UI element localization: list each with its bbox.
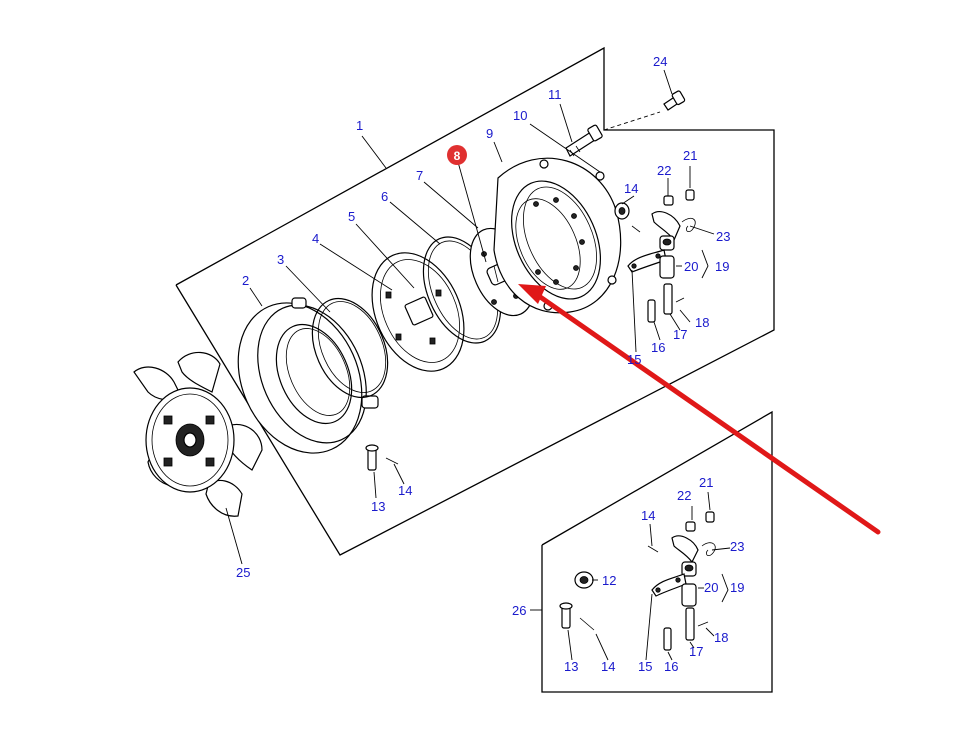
callout-10[interactable]: 10 [513, 108, 527, 123]
highlight-arrow [518, 284, 881, 535]
assembly-frame-kit [541, 410, 773, 693]
callout-1[interactable]: 1 [356, 118, 363, 133]
callout-11[interactable]: 11 [548, 87, 562, 102]
callout-14-top[interactable]: 14 [624, 181, 638, 196]
callout-23-top[interactable]: 23 [716, 229, 730, 244]
callout-14-kit-low[interactable]: 14 [601, 659, 615, 674]
callout-17-kit[interactable]: 17 [689, 644, 703, 659]
clutch-housing-part-9 [493, 157, 622, 314]
callout-2[interactable]: 2 [242, 273, 249, 288]
callout-5[interactable]: 5 [348, 209, 355, 224]
pressure-ring-part-2 [237, 297, 379, 454]
callout-13-kit[interactable]: 13 [564, 659, 578, 674]
svg-text:8: 8 [454, 149, 461, 163]
callout-4[interactable]: 4 [312, 231, 319, 246]
callout-12[interactable]: 12 [602, 573, 616, 588]
callout-18-top[interactable]: 18 [695, 315, 709, 330]
callout-14-mid[interactable]: 14 [398, 483, 412, 498]
callout-20-kit[interactable]: 20 [704, 580, 718, 595]
callout-19-kit[interactable]: 19 [730, 580, 744, 595]
callout-17-top[interactable]: 17 [673, 327, 687, 342]
callout-13-top[interactable]: 13 [371, 499, 385, 514]
callout-24[interactable]: 24 [653, 54, 667, 69]
callout-21-kit[interactable]: 21 [699, 475, 713, 490]
leader-lines [225, 69, 731, 661]
callout-26[interactable]: 26 [512, 603, 526, 618]
callout-19-top[interactable]: 19 [715, 259, 729, 274]
callout-22-top[interactable]: 22 [657, 163, 671, 178]
assembly-frame-main [175, 46, 775, 556]
callout-22-kit[interactable]: 22 [677, 488, 691, 503]
seal-ring-part-3 [311, 297, 389, 399]
callout-7[interactable]: 7 [416, 168, 423, 183]
callout-9[interactable]: 9 [486, 126, 493, 141]
callout-18-kit[interactable]: 18 [714, 630, 728, 645]
clutch-disc-part-25 [133, 351, 263, 517]
callout-23-kit[interactable]: 23 [730, 539, 744, 554]
callout-16-top[interactable]: 16 [651, 340, 665, 355]
callout-20-top[interactable]: 20 [684, 259, 698, 274]
bolt-part-24 [663, 90, 686, 111]
callout-15-kit[interactable]: 15 [638, 659, 652, 674]
split-pin-part-14 [385, 457, 399, 465]
callout-6[interactable]: 6 [381, 189, 388, 204]
callout-labels: 1 2 3 4 5 6 7 9 10 11 24 14 22 21 23 20 … [236, 54, 744, 674]
callout-3[interactable]: 3 [277, 252, 284, 267]
callout-25[interactable]: 25 [236, 565, 250, 580]
linkage-assembly-kit [559, 511, 716, 651]
callout-badge-8[interactable]: 8 [447, 145, 467, 165]
linkage-assembly-top [614, 189, 696, 323]
callout-16-kit[interactable]: 16 [664, 659, 678, 674]
friction-disc-part-4 [371, 252, 465, 372]
callout-14-kit-high[interactable]: 14 [641, 508, 655, 523]
pin-part-13 [365, 444, 379, 471]
callout-21-top[interactable]: 21 [683, 148, 697, 163]
callout-15-top[interactable]: 15 [627, 352, 641, 367]
